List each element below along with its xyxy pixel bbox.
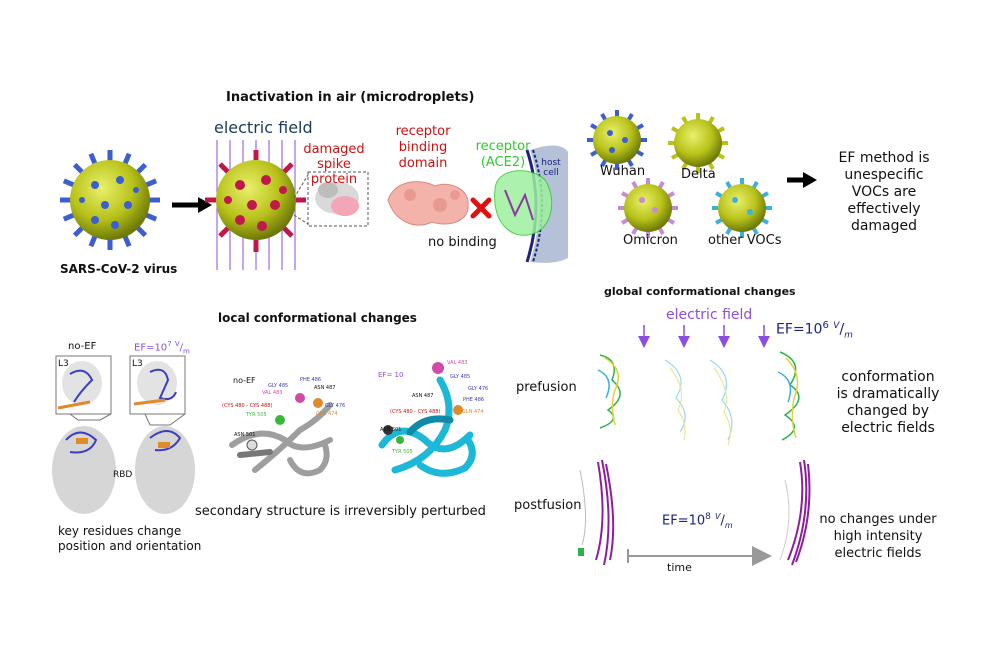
res-tyr505: TYR 505 bbox=[246, 412, 267, 418]
postfusion-label: postfusion bbox=[514, 498, 582, 513]
res-cys: (CYS 480 - CYS 488) bbox=[222, 403, 273, 409]
rbd-small-label: RBD bbox=[113, 470, 133, 480]
rbd-label: receptor binding domain bbox=[395, 124, 451, 171]
ef-1e8-label: EF=108 V/m bbox=[662, 512, 733, 530]
ace2-receptor-icon bbox=[494, 170, 553, 236]
ef-1e7-label: EF=107 V/m bbox=[134, 340, 190, 356]
delta-virus-icon bbox=[668, 113, 728, 173]
omicron-virus-icon bbox=[618, 178, 678, 238]
local-title: local conformational changes bbox=[218, 311, 417, 325]
prefusion-structure-ef1-icon bbox=[664, 359, 686, 441]
other-vocs-virus-icon bbox=[712, 178, 772, 238]
damaged-spike-label: damaged spike protein bbox=[303, 142, 365, 187]
no-ef-label: no-EF bbox=[68, 341, 97, 352]
delta-label: Delta bbox=[681, 167, 716, 182]
spike bbox=[88, 152, 98, 166]
res-val483: VAL 483 bbox=[262, 390, 283, 396]
res-asn487: ASN 487 bbox=[314, 385, 336, 391]
other-vocs-label: other VOCs bbox=[708, 233, 782, 248]
res-r-gly476: GLY 476 bbox=[468, 386, 489, 392]
spike bbox=[122, 234, 132, 248]
receptor-binding-domain-icon bbox=[387, 181, 469, 226]
res-r-val483: VAL 483 bbox=[447, 360, 468, 366]
wuhan-label: Wuhan bbox=[600, 164, 646, 179]
spike bbox=[144, 178, 158, 188]
conformation-text: conformation is dramatically changed by … bbox=[836, 369, 940, 436]
no-changes-text: no changes under high intensity electric… bbox=[819, 512, 937, 561]
prefusion-label: prefusion bbox=[516, 380, 577, 395]
res-r-gln474: GLN 474 bbox=[462, 409, 484, 415]
res-no-ef: no-EF bbox=[233, 376, 256, 385]
res-gln474: GLN 474 bbox=[316, 411, 338, 417]
prefusion-structure-icon bbox=[597, 354, 621, 429]
res-r-ef: EF= 10 bbox=[378, 371, 404, 379]
res-r-asn501: ASN 501 bbox=[380, 427, 402, 433]
ef-1e6-label: EF=106 V/m bbox=[776, 320, 853, 341]
res-r-phe486: PHE 486 bbox=[463, 397, 485, 403]
spike bbox=[62, 178, 76, 188]
spike-protein-icon bbox=[315, 182, 359, 216]
no-binding-x-icon bbox=[470, 197, 492, 219]
prefusion-structure-ef2-icon bbox=[709, 359, 733, 446]
omicron-label: Omicron bbox=[623, 233, 678, 248]
spike bbox=[62, 212, 76, 222]
sars-cov-2-virus-icon bbox=[60, 150, 160, 250]
wuhan-virus-icon bbox=[587, 110, 647, 170]
res-r-gly485: GLY 485 bbox=[450, 374, 471, 380]
conclusion-text: EF method is unespecific VOCs are effect… bbox=[838, 150, 930, 234]
rbd-ribbon-ef-icon bbox=[378, 362, 476, 477]
no-binding-label: no binding bbox=[428, 235, 497, 250]
rbd-surface-no-ef-icon bbox=[52, 355, 116, 514]
host-cell-label: host cell bbox=[541, 158, 561, 178]
damaged-virus-icon bbox=[205, 150, 306, 252]
receptor-label: receptor (ACE2) bbox=[475, 139, 531, 170]
res-r-tyr505: TYR 505 bbox=[392, 449, 413, 455]
l3-label-2: L3 bbox=[132, 359, 143, 369]
res-r-asn487: ASN 487 bbox=[412, 393, 434, 399]
l3-label-1: L3 bbox=[58, 359, 69, 369]
top-title: Inactivation in air (microdroplets) bbox=[226, 90, 475, 105]
res-gly485: GLY 485 bbox=[268, 383, 289, 389]
rbd-surface-ef-icon bbox=[129, 355, 195, 514]
rbd-ribbon-no-ef-icon bbox=[229, 393, 333, 477]
global-electric-field-label: electric field bbox=[666, 307, 753, 323]
field-arrows bbox=[638, 325, 770, 348]
prefusion-structure-ef3-icon bbox=[777, 351, 800, 441]
res-phe486: PHE 486 bbox=[300, 377, 322, 383]
virus-label: SARS-CoV-2 virus bbox=[60, 262, 178, 276]
res-asn501: ASN 501 bbox=[234, 432, 256, 438]
time-label: time bbox=[667, 561, 692, 574]
postfusion-structure-icon bbox=[578, 459, 615, 566]
res-r-cys: (CYS 480 - CYS 488) bbox=[390, 409, 441, 415]
postfusion-structure-ef-icon bbox=[779, 459, 811, 566]
electric-field-label: electric field bbox=[214, 118, 313, 137]
spike bbox=[122, 152, 132, 166]
global-title: global conformational changes bbox=[604, 285, 796, 298]
secondary-structure-text: secondary structure is irreversibly pert… bbox=[195, 504, 486, 519]
key-residues-text: key residues change position and orienta… bbox=[58, 524, 202, 553]
spike bbox=[88, 234, 98, 248]
res-gly476: GLY 476 bbox=[325, 403, 346, 409]
spike bbox=[144, 212, 158, 222]
